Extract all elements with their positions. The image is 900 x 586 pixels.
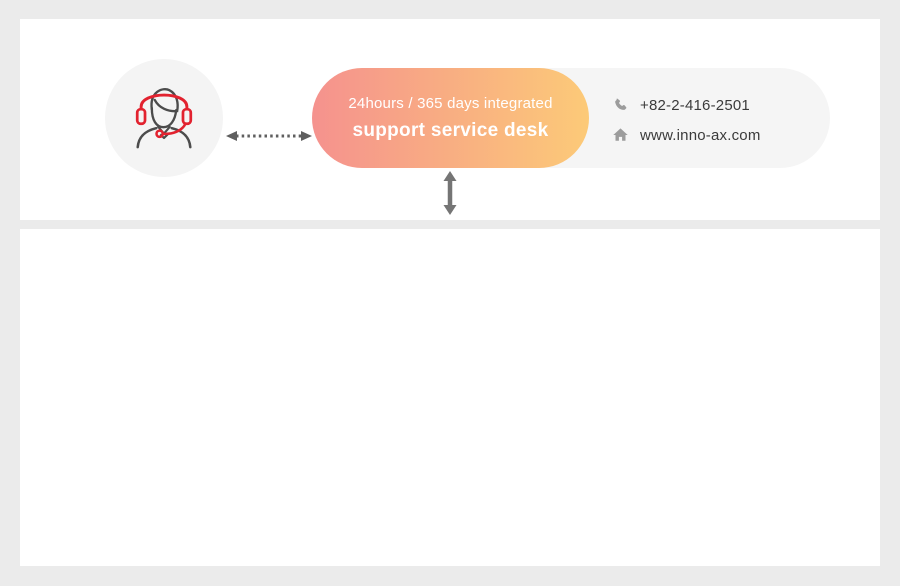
pill-title: support service desk xyxy=(352,119,549,141)
contact-block: +82-2-416-2501 www.inno-ax.com xyxy=(612,92,761,148)
phone-icon xyxy=(612,97,629,114)
phone-number: +82-2-416-2501 xyxy=(640,96,750,114)
vertical-double-arrow-icon xyxy=(442,171,458,215)
contact-row-phone: +82-2-416-2501 xyxy=(612,92,761,118)
contact-row-website: www.inno-ax.com xyxy=(612,122,761,148)
support-agent-headset-icon xyxy=(125,79,203,158)
support-banner-card: 24hours / 365 days integrated support se… xyxy=(20,19,880,220)
website-url: www.inno-ax.com xyxy=(640,126,761,144)
dotted-double-arrow-icon xyxy=(226,129,312,143)
service-desk-pill: 24hours / 365 days integrated support se… xyxy=(312,68,589,168)
agent-avatar-circle xyxy=(105,59,223,177)
content-card xyxy=(20,229,880,566)
home-icon xyxy=(612,127,629,144)
pill-subtitle: 24hours / 365 days integrated xyxy=(348,94,553,112)
